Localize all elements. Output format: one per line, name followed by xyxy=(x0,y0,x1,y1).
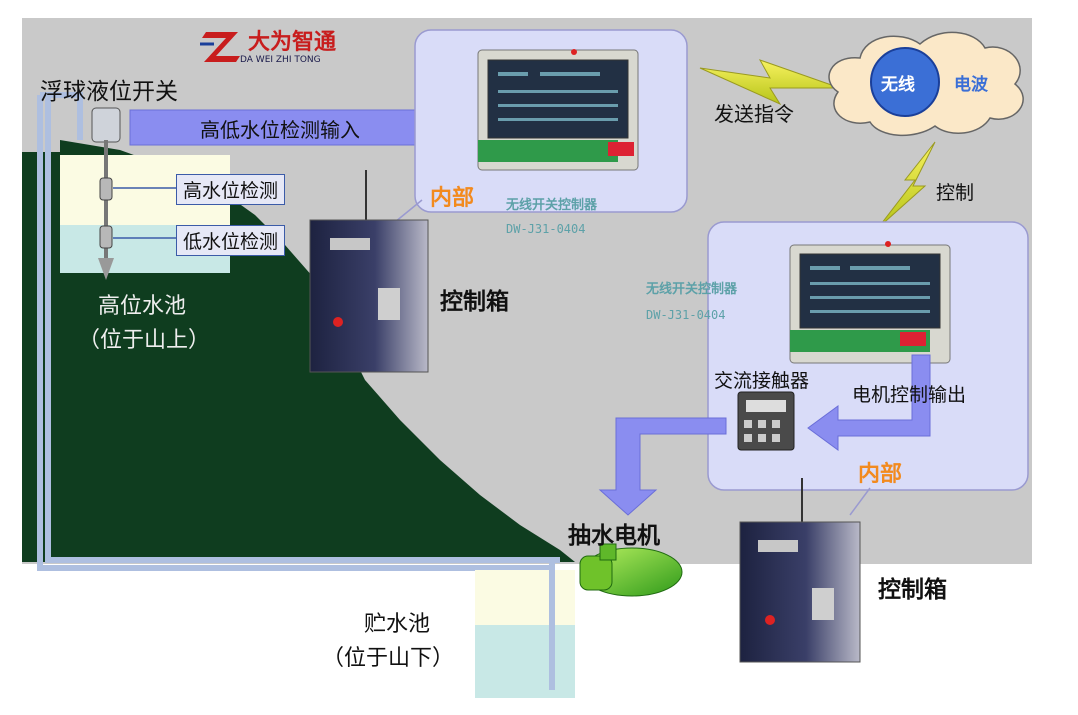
inner-right-label: 内部 xyxy=(858,456,902,488)
low-pool-water xyxy=(475,625,575,698)
logo-sub: DA WEI ZHI TONG xyxy=(240,55,321,65)
control-box-top-label: 控制箱 xyxy=(440,282,509,316)
contactor-label: 交流接触器 xyxy=(714,366,809,393)
cloud-right-label: 电波 xyxy=(954,70,988,95)
control-box-bottom-label: 控制箱 xyxy=(878,570,947,604)
float-switch-label: 浮球液位开关 xyxy=(40,72,178,106)
low-pool-label: 贮水池 xyxy=(364,606,430,638)
low-pool-sublabel: （位于山下） xyxy=(322,640,454,672)
send-command-label: 发送指令 xyxy=(714,98,794,127)
controller-top-model: DW-J31-0404 xyxy=(506,222,585,236)
high-pool-sublabel: （位于山上） xyxy=(78,322,210,354)
high-detect-label: 高水位检测 xyxy=(176,174,285,205)
controller-device-top xyxy=(478,49,638,170)
pump-label: 抽水电机 xyxy=(568,516,660,550)
contactor-icon xyxy=(738,392,794,450)
motor-output-label: 电机控制输出 xyxy=(852,380,966,407)
controller-right-model: DW-J31-0404 xyxy=(646,308,725,322)
controller-right-name: 无线开关控制器 xyxy=(646,278,737,297)
low-detect-label: 低水位检测 xyxy=(176,225,285,256)
control-label: 控制 xyxy=(936,178,974,205)
logo-brand: 大为智通 xyxy=(248,24,336,56)
cloud-left-label: 无线 xyxy=(881,70,915,95)
controller-top-name: 无线开关控制器 xyxy=(506,194,597,213)
input-arrow-label: 高低水位检测输入 xyxy=(200,114,360,143)
controller-device-right xyxy=(790,241,950,363)
inner-top-label: 内部 xyxy=(430,180,474,212)
high-pool-label: 高位水池 xyxy=(98,288,186,320)
